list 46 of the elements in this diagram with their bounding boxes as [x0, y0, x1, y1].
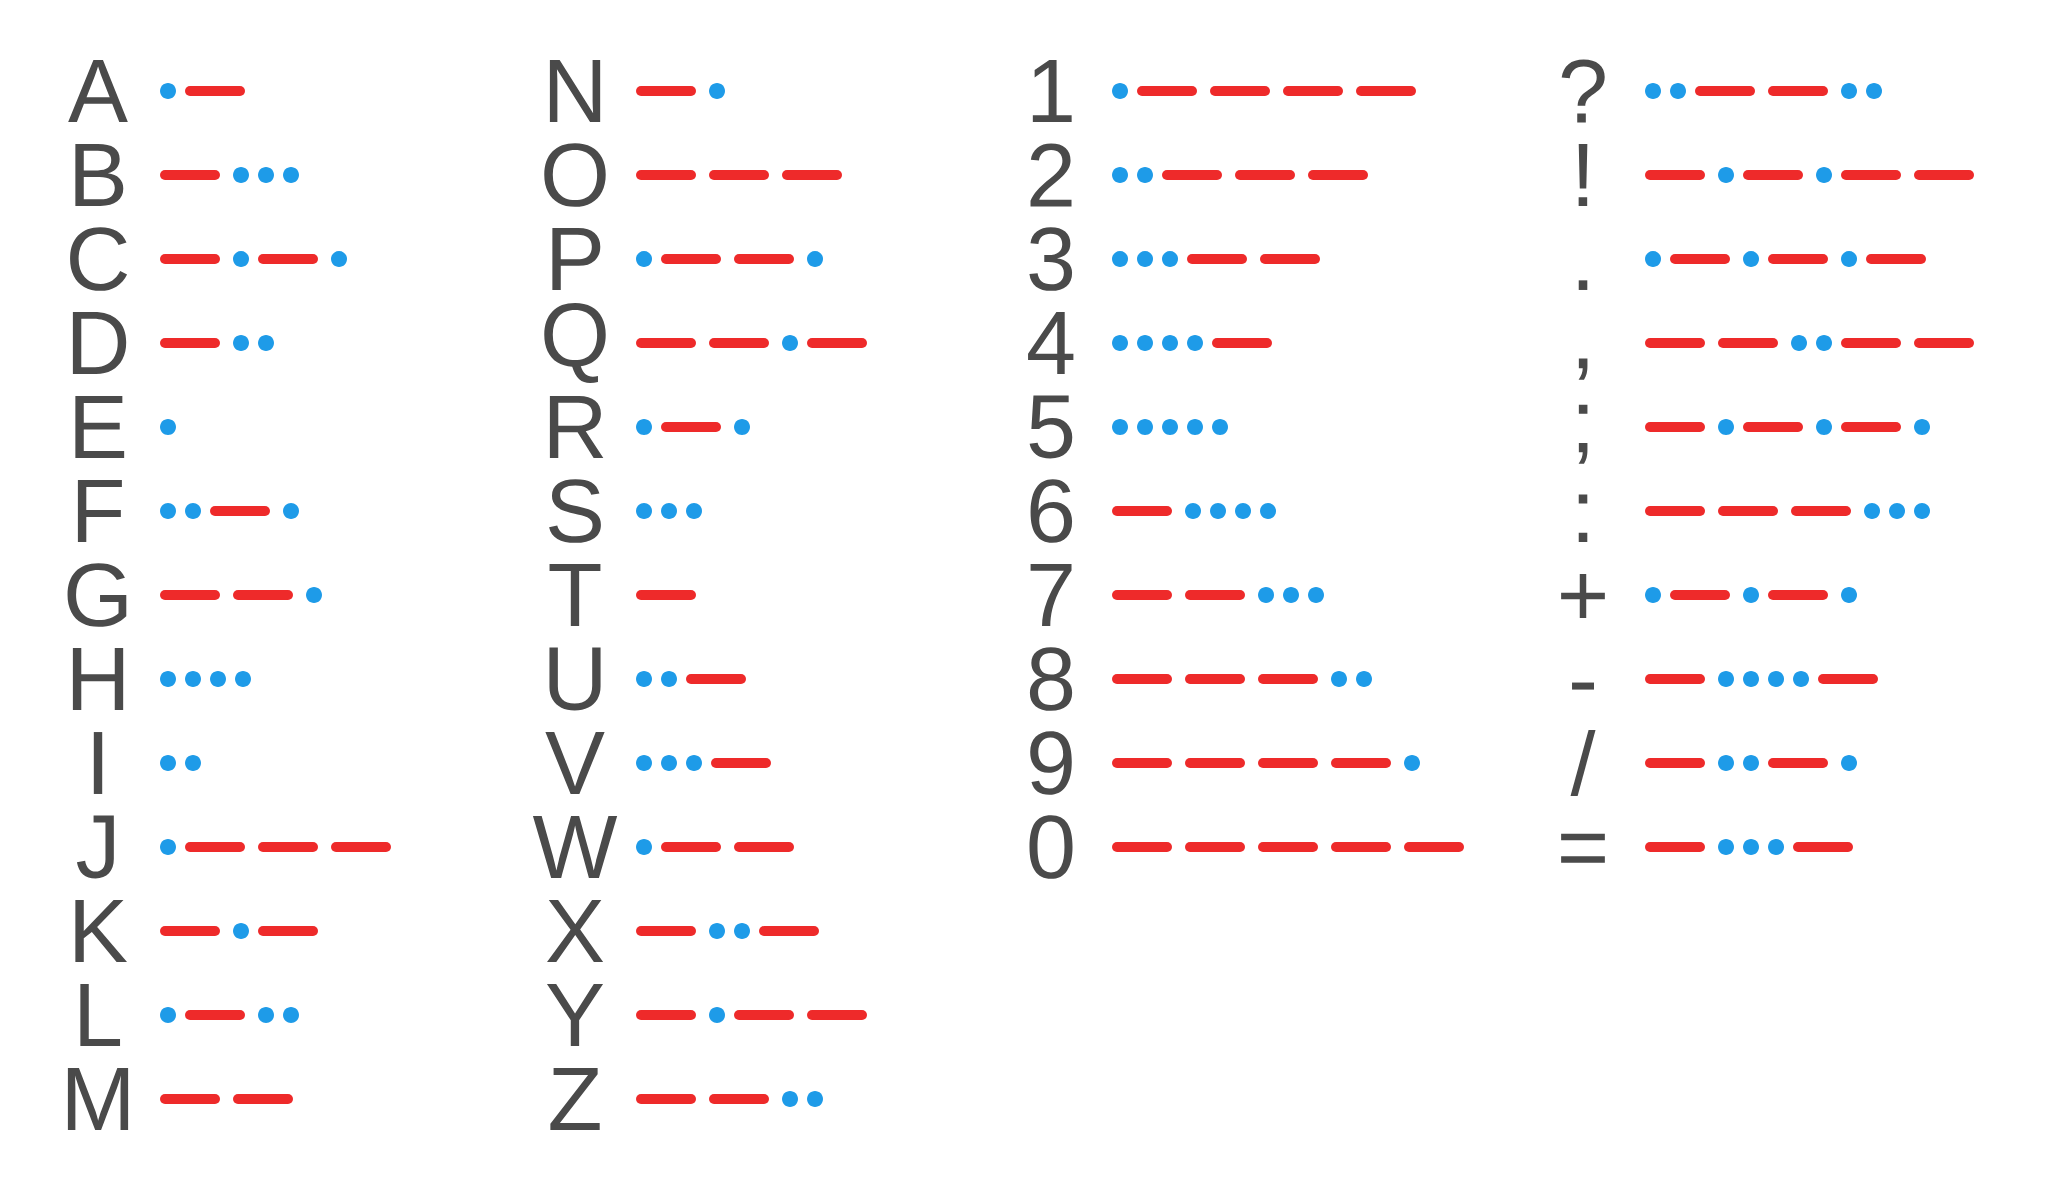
character-label: .: [1578, 280, 1588, 290]
character-label: W: [532, 816, 618, 878]
character-label: S: [549, 479, 601, 543]
character-label: I: [93, 732, 103, 794]
character-label: U: [549, 647, 601, 711]
character-label: Z: [550, 1068, 600, 1130]
character-label: -: [1572, 682, 1594, 690]
character-label: 6: [1030, 479, 1073, 543]
character-label: C: [70, 227, 128, 291]
character-label: 7: [1030, 564, 1072, 626]
character-label: F: [77, 480, 122, 542]
character-label: 2: [1030, 143, 1072, 207]
character-label: J: [76, 815, 114, 879]
character-label: L: [80, 984, 121, 1046]
character-label: X: [547, 900, 604, 962]
character-label: ,: [1578, 358, 1588, 380]
character-label: T: [549, 564, 601, 626]
character-label: 5: [1029, 395, 1073, 459]
character-label: 9: [1030, 731, 1072, 795]
character-label: 8: [1029, 647, 1073, 711]
character-label: 3: [1029, 227, 1073, 291]
character-label: E: [75, 396, 125, 458]
character-label: D: [72, 312, 127, 374]
character-label: H: [72, 648, 124, 710]
character-label: ;: [1578, 404, 1588, 464]
character-label: A: [68, 60, 128, 122]
character-label: R: [549, 396, 604, 458]
character-label: M: [67, 1068, 129, 1130]
character-label: 1: [1032, 60, 1072, 122]
character-label: 4: [1028, 312, 1074, 374]
character-label: G: [67, 563, 127, 627]
character-label: Y: [546, 984, 604, 1046]
character-label: O: [544, 143, 606, 207]
character-label: B: [75, 144, 124, 206]
character-label: K: [75, 900, 127, 962]
character-label: Q: [544, 303, 606, 383]
character-label: 0: [1029, 815, 1073, 879]
character-label: =: [1561, 833, 1605, 863]
character-label: :: [1578, 494, 1588, 542]
character-label: P: [552, 228, 601, 290]
character-label: /: [1570, 729, 1596, 797]
character-label: N: [549, 60, 601, 122]
character-label: V: [545, 732, 605, 794]
character-label: !: [1578, 144, 1588, 206]
character-label: ?: [1561, 59, 1605, 123]
character-label: +: [1561, 574, 1605, 619]
